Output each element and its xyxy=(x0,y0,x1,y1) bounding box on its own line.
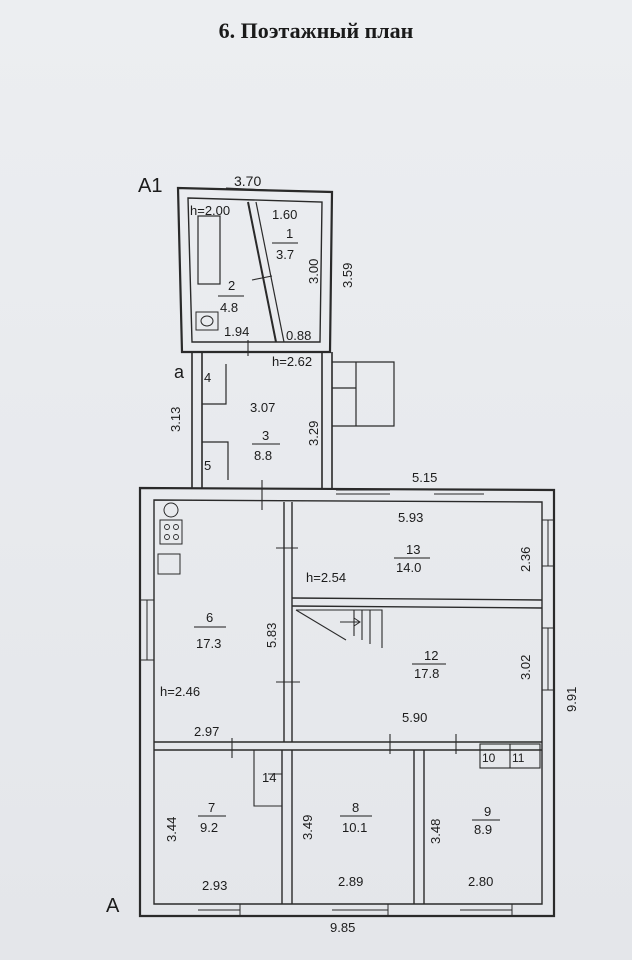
window xyxy=(198,903,241,917)
room-area-label: 14.0 xyxy=(396,560,421,575)
dimension-label: 9.91 xyxy=(564,687,579,712)
dimension-label: 5.83 xyxy=(264,623,279,648)
room-area-label: 10.1 xyxy=(342,820,367,835)
height-label: h=2.62 xyxy=(272,354,312,369)
dimension-label: 3.07 xyxy=(250,400,275,415)
room-number-label: 1 xyxy=(286,226,293,241)
annex-inner-wall xyxy=(187,197,323,343)
room-area-label: 4.8 xyxy=(220,300,238,315)
house-inner-wall xyxy=(153,499,543,905)
dimension-label: 9.85 xyxy=(330,920,355,935)
room-area-label: 17.3 xyxy=(196,636,221,651)
stove xyxy=(164,534,170,540)
partition-wall xyxy=(255,201,285,343)
annex-outer-wall xyxy=(176,186,334,354)
staircase xyxy=(295,609,383,648)
room-number-label: 11 xyxy=(512,751,525,765)
stove xyxy=(173,524,179,530)
dimension-label: 3.70 xyxy=(234,173,261,189)
dimension-label: 2.36 xyxy=(518,547,533,572)
window xyxy=(140,599,155,661)
dimension-label: 2.80 xyxy=(468,874,493,889)
toilet xyxy=(195,311,219,331)
dimension-label: 5.90 xyxy=(402,710,427,725)
closet-wall xyxy=(202,441,229,480)
sink xyxy=(157,553,181,575)
room-number-label: 6 xyxy=(206,610,213,625)
interior-wall xyxy=(281,750,425,904)
stove-vent xyxy=(163,502,179,518)
window xyxy=(542,519,555,567)
dimension-label: 2.89 xyxy=(338,874,363,889)
dimension-label: 3.00 xyxy=(306,259,321,284)
dimension-label: 3.49 xyxy=(300,815,315,840)
door-mark xyxy=(231,275,457,775)
room-number-label: 14 xyxy=(262,770,276,785)
dimension-label: 2.97 xyxy=(194,724,219,739)
room-number-label: 8 xyxy=(352,800,359,815)
page-title: 6. Поэтажный план xyxy=(218,18,414,43)
partition-wall xyxy=(247,201,277,343)
closet-wall xyxy=(202,364,227,405)
room-number-label: 13 xyxy=(406,542,420,557)
room-number-label: 2 xyxy=(228,278,235,293)
window xyxy=(336,489,484,495)
toilet xyxy=(200,315,214,327)
stove xyxy=(164,524,170,530)
corridor-wall xyxy=(191,352,333,488)
dimension-label: 2.93 xyxy=(202,878,227,893)
window xyxy=(542,627,555,691)
height-label: h=2.54 xyxy=(306,570,346,585)
interior-wall xyxy=(283,502,293,742)
room-number-label: 12 xyxy=(424,648,438,663)
window xyxy=(460,903,513,917)
room-area-label: 8.8 xyxy=(254,448,272,463)
room-number-label: 10 xyxy=(482,751,496,765)
stove xyxy=(159,519,183,545)
axis-marker-a1: A1 xyxy=(138,175,162,197)
dimension-label: 3.48 xyxy=(428,819,443,844)
room-area-label: 8.9 xyxy=(474,822,492,837)
house-outer-wall xyxy=(138,486,556,918)
closet-14 xyxy=(253,750,282,807)
height-label: h=2.46 xyxy=(160,684,200,699)
bathtub xyxy=(197,215,221,285)
window xyxy=(332,903,389,917)
dimension-label: 3.44 xyxy=(164,817,179,842)
staircase-arrow xyxy=(340,617,361,627)
room-number-label: 9 xyxy=(484,804,491,819)
dimension-label: 1.94 xyxy=(224,324,249,339)
room-number-label: 4 xyxy=(204,370,211,385)
room-area-label: 17.8 xyxy=(414,666,439,681)
dimension-label: 3.02 xyxy=(518,655,533,680)
room-area-label: 9.2 xyxy=(200,820,218,835)
axis-marker-a-lower: a xyxy=(174,362,185,382)
dimension-label: 3.29 xyxy=(306,421,321,446)
height-label: h=2.00 xyxy=(190,203,230,218)
room-area-label: 3.7 xyxy=(276,247,294,262)
dimension-label: 3.13 xyxy=(168,407,183,432)
axis-marker-a: A xyxy=(106,895,120,917)
porch-steps xyxy=(332,361,395,427)
stove xyxy=(173,534,179,540)
dimension-label: 0.88 xyxy=(286,328,311,343)
dimension-label: 3.59 xyxy=(340,263,355,288)
window xyxy=(225,187,269,191)
room-number-label: 7 xyxy=(208,800,215,815)
room-number-label: 3 xyxy=(262,428,269,443)
dimension-label: 5.15 xyxy=(412,470,437,485)
interior-wall xyxy=(154,741,542,751)
dimension-label: 1.60 xyxy=(272,207,297,222)
dimension-label: 5.93 xyxy=(398,510,423,525)
interior-wall xyxy=(291,597,543,609)
room-number-label: 5 xyxy=(204,458,211,473)
